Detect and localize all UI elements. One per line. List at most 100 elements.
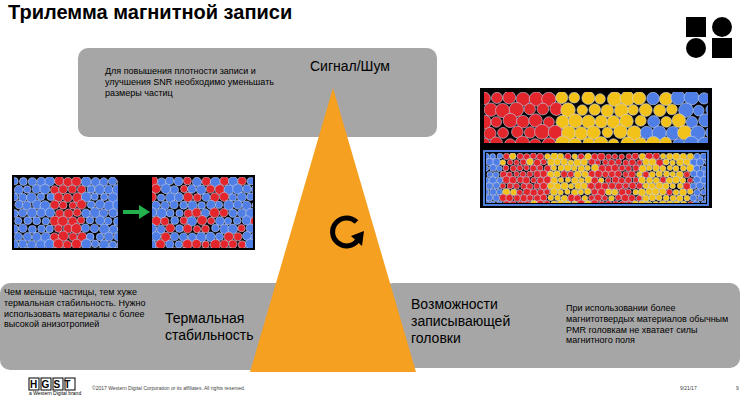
grain bbox=[99, 240, 109, 248]
grain bbox=[673, 166, 679, 172]
grain bbox=[484, 115, 491, 129]
grain bbox=[595, 170, 603, 178]
grain bbox=[659, 92, 672, 105]
grain bbox=[161, 184, 171, 194]
panel-background bbox=[383, 283, 740, 368]
grain bbox=[623, 183, 629, 189]
grain bbox=[491, 117, 502, 128]
grain bbox=[626, 154, 632, 160]
grain bbox=[595, 94, 605, 104]
grain bbox=[637, 160, 643, 166]
grain bbox=[613, 201, 619, 203]
grain bbox=[663, 195, 669, 201]
grain bbox=[572, 201, 578, 203]
grain bbox=[229, 209, 237, 217]
grain bbox=[14, 210, 18, 218]
grain bbox=[156, 240, 165, 248]
grain bbox=[503, 153, 509, 159]
grain bbox=[598, 153, 606, 160]
grain bbox=[59, 201, 67, 209]
grain bbox=[507, 160, 512, 165]
grain bbox=[677, 183, 683, 189]
grain bbox=[503, 113, 517, 127]
grain bbox=[577, 200, 585, 203]
grain bbox=[633, 92, 646, 105]
grain bbox=[45, 208, 54, 217]
grain bbox=[27, 208, 37, 218]
grain bbox=[673, 139, 685, 143]
grain bbox=[660, 137, 672, 143]
body-text: При использовании более магнитотвердых м… bbox=[566, 303, 732, 346]
body-text: Чем меньше частицы, тем хуже термальная … bbox=[4, 287, 162, 330]
grain bbox=[490, 137, 502, 143]
grain bbox=[564, 201, 571, 203]
grain bbox=[72, 239, 82, 248]
grain bbox=[660, 177, 666, 183]
grain bbox=[252, 202, 253, 209]
grain bbox=[603, 159, 609, 165]
cycle-symbol bbox=[333, 218, 364, 246]
grain bbox=[503, 165, 509, 171]
grain bbox=[684, 171, 690, 177]
grain bbox=[40, 184, 50, 194]
grain bbox=[544, 200, 550, 203]
grain bbox=[649, 171, 655, 177]
grain bbox=[95, 248, 105, 249]
grain bbox=[14, 225, 19, 234]
grain bbox=[201, 225, 209, 233]
grain bbox=[206, 185, 214, 193]
grain bbox=[605, 201, 611, 203]
grain bbox=[63, 241, 71, 248]
grain bbox=[104, 217, 112, 225]
grain bbox=[666, 189, 672, 195]
grain bbox=[606, 154, 612, 160]
grain bbox=[81, 239, 91, 248]
text-panel: Чем меньше частицы, тем хуже термальная … bbox=[0, 283, 300, 370]
grain bbox=[14, 232, 22, 240]
grain bbox=[486, 189, 489, 195]
grain bbox=[152, 248, 161, 249]
grain bbox=[32, 185, 41, 194]
grain bbox=[636, 183, 642, 189]
grain bbox=[197, 215, 207, 225]
grain bbox=[183, 240, 193, 248]
grain bbox=[15, 200, 23, 208]
footer-logo-boxes bbox=[29, 378, 75, 390]
grain bbox=[247, 178, 253, 185]
grain bbox=[704, 182, 706, 189]
grain bbox=[166, 209, 174, 217]
grain bbox=[554, 159, 561, 166]
grain bbox=[693, 201, 700, 203]
grain bbox=[577, 105, 588, 116]
grain bbox=[514, 171, 519, 176]
grain bbox=[568, 171, 574, 177]
grain bbox=[680, 201, 687, 203]
grain bbox=[706, 104, 708, 115]
grain bbox=[170, 248, 178, 249]
grain bbox=[605, 189, 612, 196]
grain bbox=[14, 240, 19, 248]
grain bbox=[493, 195, 500, 202]
grain bbox=[216, 233, 224, 241]
grain bbox=[583, 138, 595, 143]
grain bbox=[27, 241, 36, 248]
grain bbox=[633, 177, 639, 183]
grain bbox=[509, 153, 516, 160]
grain bbox=[653, 201, 659, 203]
grain bbox=[37, 208, 46, 217]
grain bbox=[672, 176, 679, 183]
grain-panel-border bbox=[484, 151, 708, 205]
grain bbox=[73, 209, 81, 217]
grain bbox=[176, 210, 183, 217]
grain bbox=[581, 159, 588, 166]
grain bbox=[514, 195, 521, 202]
grain bbox=[229, 240, 237, 248]
grain bbox=[247, 193, 253, 201]
company-logo bbox=[686, 17, 732, 58]
grain bbox=[202, 193, 210, 201]
grain bbox=[635, 115, 646, 126]
grain bbox=[666, 201, 673, 203]
grain bbox=[38, 225, 46, 233]
grain bbox=[614, 125, 628, 139]
grain bbox=[493, 182, 500, 189]
